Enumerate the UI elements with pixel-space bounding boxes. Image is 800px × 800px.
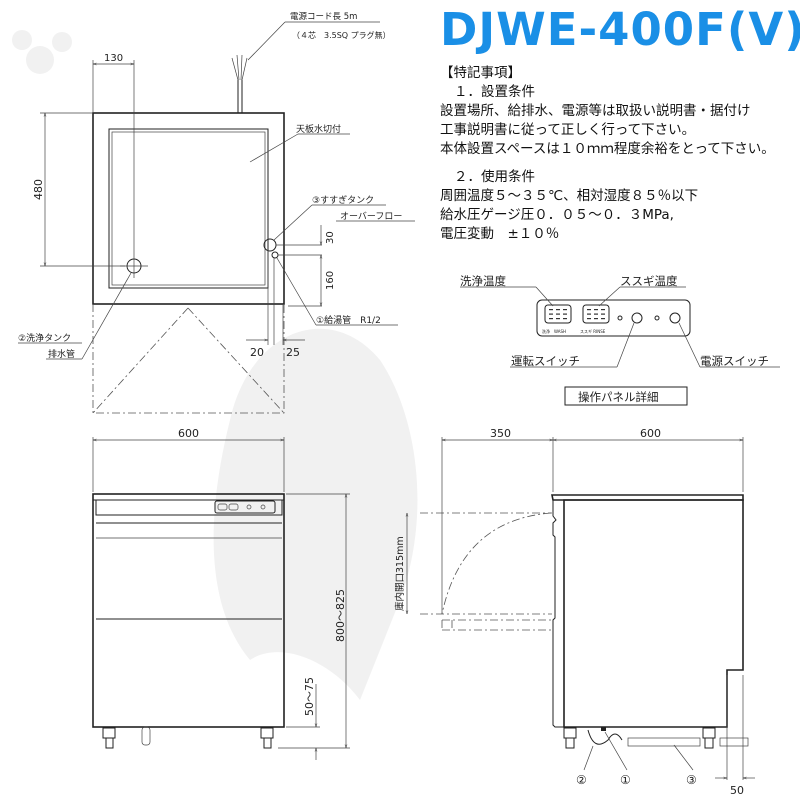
rinse-overflow-icon	[263, 238, 277, 252]
rinse-sub-label: ススギ RINSE	[580, 329, 606, 334]
spec-heading: 【特記事項】	[440, 65, 521, 81]
side-dim-depth: 600	[640, 427, 661, 440]
spec-line: 設置場所、給排水、電源等は取扱い説明書・据付け	[440, 103, 751, 119]
control-panel-detail: 洗浄 WASH ススギ RINSE 洗浄温度 ススギ温度 運転スイッチ 電源スイ…	[460, 274, 780, 406]
front-control-panel	[214, 500, 276, 514]
hot-water-pipe-icon	[271, 251, 279, 259]
cord-sub-label: （４芯 3.5SQ プラグ無）	[292, 30, 391, 40]
hose-icon	[587, 729, 623, 745]
marker-3: ③	[686, 773, 697, 787]
front-dim-width: 600	[178, 427, 199, 440]
side-dim-opening: 庫内開口315mm	[394, 536, 406, 611]
dim-20: 20	[250, 346, 264, 359]
power-lamp-icon	[654, 315, 660, 321]
power-cord-icon	[231, 54, 248, 113]
marker-2: ②	[576, 773, 587, 787]
spec-line: 本体設置スペースは１０ｍｍ程度余裕をとって下さい。	[440, 141, 775, 157]
front-dim-leg: 50～75	[303, 677, 316, 716]
marker-1: ①	[620, 773, 631, 787]
wash-tank-label: ②洗浄タンク	[18, 332, 71, 344]
dim-160: 160	[325, 271, 336, 290]
supply-hose-icon	[627, 737, 701, 747]
drain-hose-icon	[141, 726, 151, 746]
top-view: 電源コード長 5m （４芯 3.5SQ プラグ無） 130 480 天板水切付 …	[18, 12, 415, 414]
run-switch-icon	[631, 312, 643, 324]
side-dim-door: 350	[490, 427, 511, 440]
spec-section2-title: ２．使用条件	[454, 169, 535, 185]
run-lamp-icon	[617, 315, 623, 321]
spec-line: 周囲温度５～３５℃、相対湿度８５％以下	[440, 188, 699, 204]
hot-water-label: ①給湯管 R1/2	[316, 314, 381, 326]
wash-temp-display	[544, 304, 572, 324]
rinse-tank-label: ③すすぎタンク	[312, 194, 374, 206]
cord-label: 電源コード長 5m	[290, 12, 357, 22]
wash-sub-label: 洗浄 WASH	[542, 328, 566, 334]
dim-480: 480	[32, 179, 45, 200]
rinse-temp-display	[582, 304, 610, 324]
front-view: 600 800～825 50～75	[92, 427, 350, 760]
spec-section1-title: １．設置条件	[454, 84, 535, 100]
run-switch-label: 運転スイッチ	[511, 354, 580, 368]
spec-notes: 【特記事項】 １．設置条件設置場所、給排水、電源等は取扱い説明書・据付け工事説明書…	[440, 64, 775, 244]
wash-temp-label: 洗浄温度	[460, 274, 506, 288]
watermark-cat-icon	[12, 30, 418, 700]
panel-caption: 操作パネル詳細	[578, 390, 659, 404]
side-dim-back: 50	[730, 784, 744, 797]
drain-label: 排水管	[48, 348, 75, 360]
spec-line: 工事説明書に従って正しく行って下さい。	[440, 122, 696, 138]
dim-25: 25	[286, 346, 300, 359]
overflow-label: オーバーフロー	[340, 211, 402, 222]
display-segments-icon	[549, 309, 605, 320]
top-plate-label: 天板水切付	[296, 123, 341, 135]
power-switch-icon	[669, 312, 681, 324]
side-view: 350 600 庫内開口315mm 50 ② ① ③	[394, 427, 755, 797]
hot-water-inlet-icon	[601, 727, 606, 731]
spec-line: 給水圧ゲージ圧０．０５～０．３MPa,	[440, 207, 674, 223]
model-title: DJWE-400F(V)	[440, 3, 800, 56]
power-switch-label: 電源スイッチ	[700, 354, 769, 368]
dim-30: 30	[325, 231, 336, 244]
front-dim-height: 800～825	[334, 589, 347, 642]
rinse-temp-label: ススギ温度	[620, 274, 678, 288]
dim-130: 130	[104, 53, 123, 64]
spec-line: 電圧変動 ±１０％	[440, 226, 560, 242]
